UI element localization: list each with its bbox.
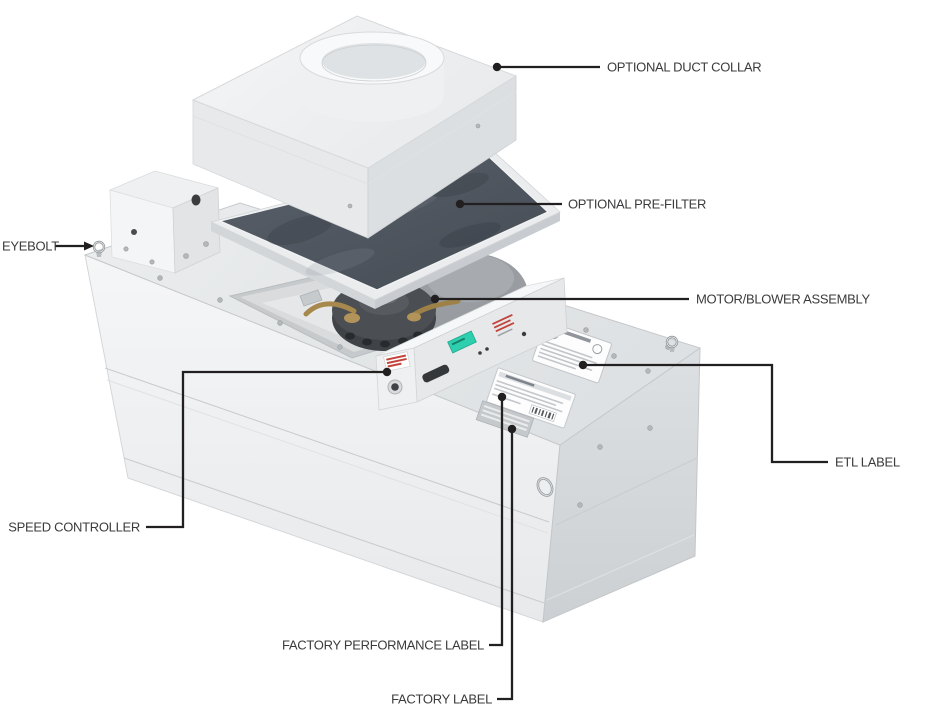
arrowhead-icon xyxy=(84,241,94,251)
eyebolt-right-face xyxy=(536,477,554,497)
junction-box xyxy=(108,170,221,274)
right-seam xyxy=(555,457,698,526)
junction-box-hole xyxy=(131,229,137,235)
callout-pre-filter: OPTIONAL PRE-FILTER xyxy=(455,197,706,212)
callout-speed-controller-label: SPEED CONTROLLER xyxy=(8,520,140,535)
speed-controller-unit xyxy=(375,277,568,411)
callout-duct-collar: OPTIONAL DUCT COLLAR xyxy=(492,60,762,75)
barcode xyxy=(528,404,557,423)
callouts: OPTIONAL DUCT COLLAR OPTIONAL PRE-FILTER… xyxy=(2,60,900,707)
callout-factory-label: FACTORY LABEL xyxy=(391,692,492,707)
callout-factory-performance: FACTORY PERFORMANCE LABEL xyxy=(282,392,507,653)
callout-factory-performance-label: FACTORY PERFORMANCE LABEL xyxy=(282,638,484,653)
right-seam-lower xyxy=(546,534,695,601)
callout-etl-label: ETL LABEL xyxy=(835,455,900,470)
front-seam-upper2 xyxy=(106,379,549,534)
duct-collar xyxy=(191,15,518,239)
callout-factory: FACTORY LABEL xyxy=(391,424,517,707)
eyebolt-left xyxy=(92,240,106,257)
controller-rating-label xyxy=(383,351,411,372)
callout-speed-controller: SPEED CONTROLLER xyxy=(8,367,392,535)
conduit-knockout-hole xyxy=(191,194,201,206)
unit-screws xyxy=(157,275,671,508)
factory-label-sticker xyxy=(475,400,535,438)
callout-duct-collar-label: OPTIONAL DUCT COLLAR xyxy=(607,60,761,75)
callout-motor-blower-label: MOTOR/BLOWER ASSEMBLY xyxy=(696,292,870,307)
brass-fittings xyxy=(299,289,461,323)
front-seam-upper xyxy=(104,367,550,523)
controller-warning-text xyxy=(492,314,515,337)
callout-eyebolt: EYEBOLT xyxy=(2,239,94,254)
filter-edge-left xyxy=(211,222,375,309)
controller-connector-pin xyxy=(391,383,399,391)
callout-eyebolt-label: EYEBOLT xyxy=(2,239,59,254)
filter-edge-right xyxy=(375,212,560,309)
eyebolt-top-right xyxy=(665,335,679,352)
callout-motor-blower: MOTOR/BLOWER ASSEMBLY xyxy=(430,292,871,307)
controller-display xyxy=(447,330,477,354)
controller-slot xyxy=(422,364,450,383)
front-seam-lower xyxy=(123,457,545,604)
callout-etl: ETL LABEL xyxy=(578,360,900,470)
factory-performance-label-sticker xyxy=(486,367,576,429)
collar-ring xyxy=(299,31,445,122)
callout-pre-filter-label: OPTIONAL PRE-FILTER xyxy=(568,197,706,212)
